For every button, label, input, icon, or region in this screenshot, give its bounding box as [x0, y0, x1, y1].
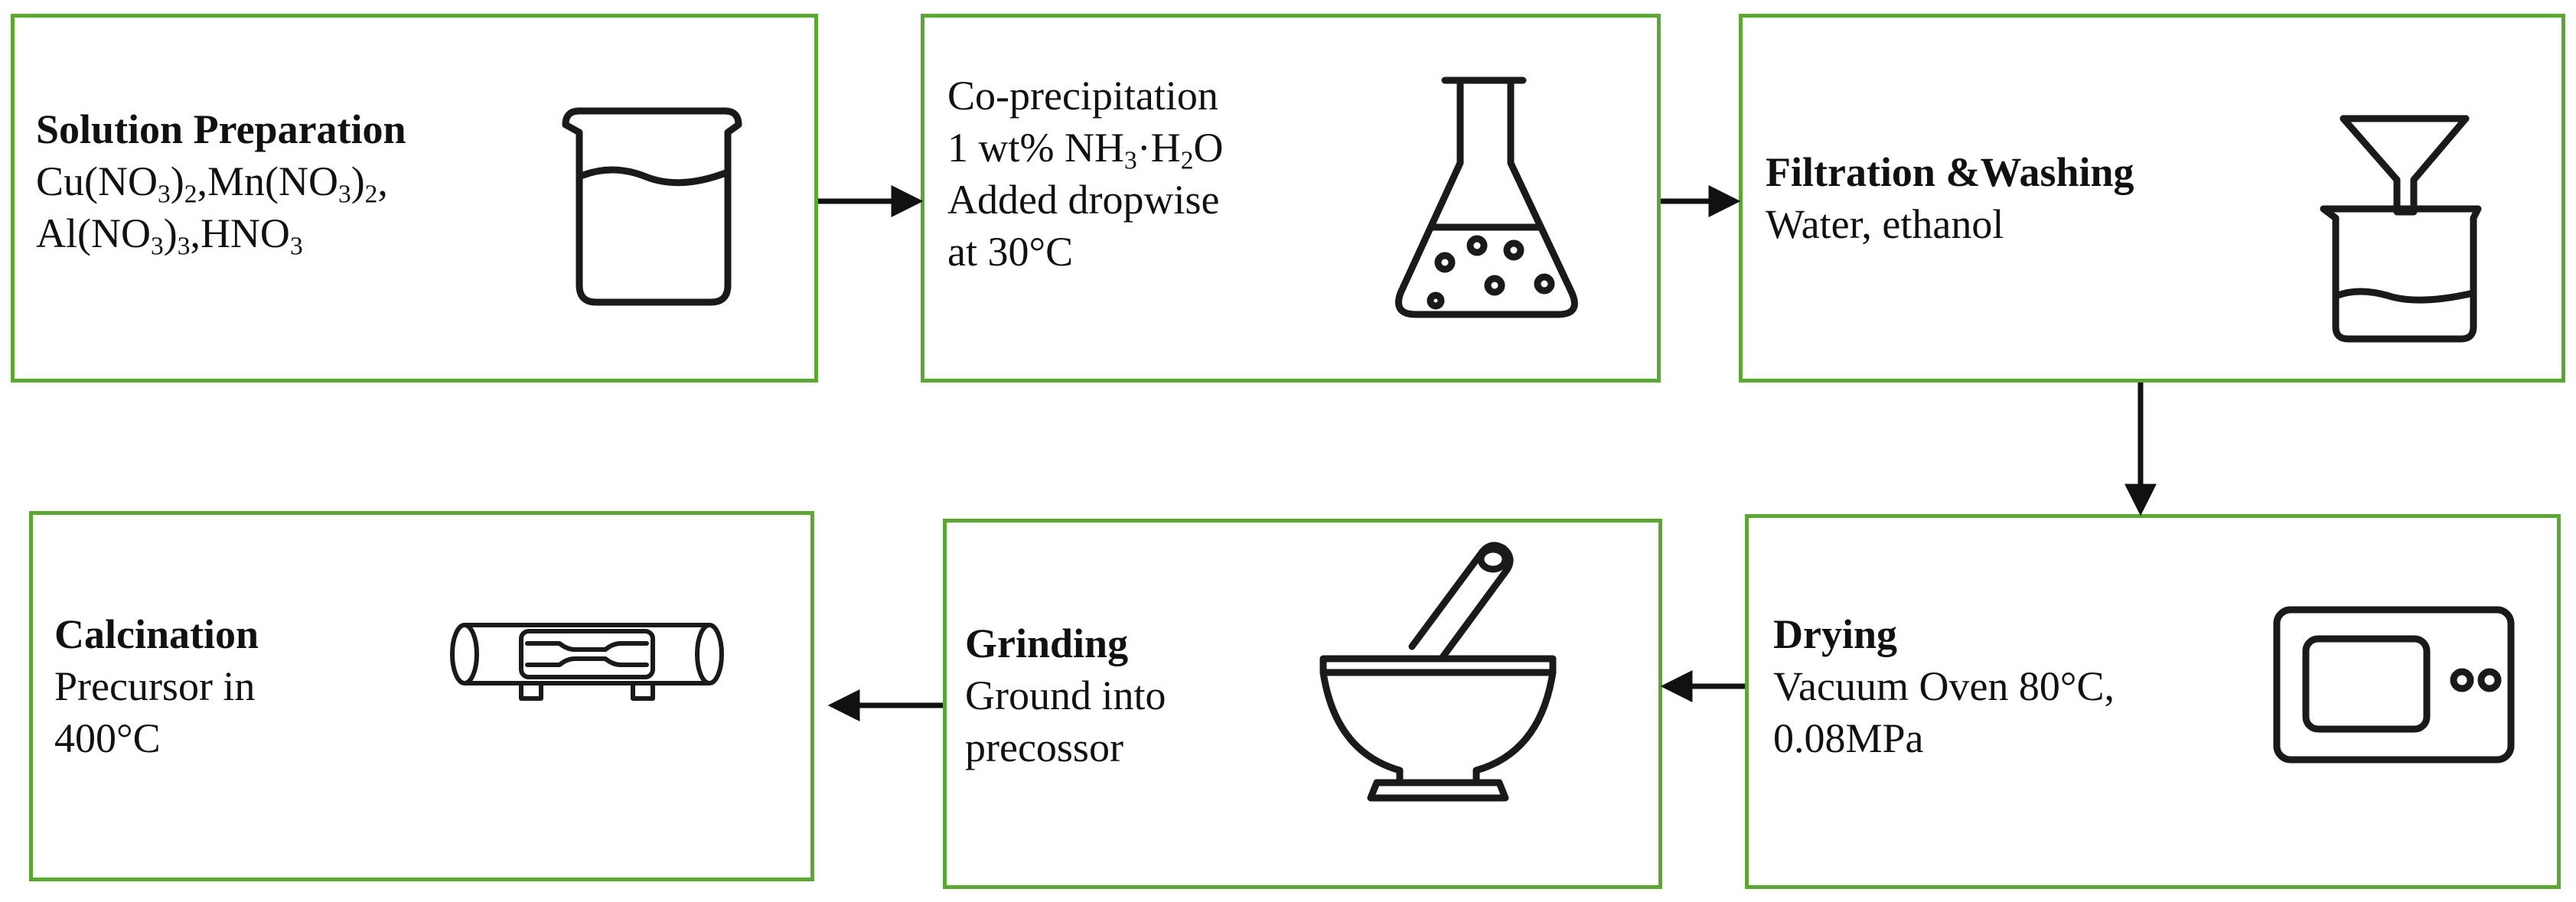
step-grinding-line1: Ground into	[965, 672, 1166, 718]
oven-icon	[2273, 606, 2515, 764]
step-calcination-title: Calcination	[54, 611, 259, 657]
step-calcination-line2: 400°C	[54, 715, 161, 761]
step-calcination: Calcination Precursor in 400°C	[29, 511, 814, 881]
step-co-precipitation-text: Co-precipitation 1 wt% NH3·H2O Added dro…	[947, 70, 1223, 278]
step-solution-preparation-line2: Al(NO3)3,HNO3	[36, 210, 303, 261]
step-filtration-washing-text: Filtration &Washing Water, ethanol	[1766, 146, 2134, 250]
tube-furnace-icon	[450, 623, 724, 701]
step-drying-title: Drying	[1773, 611, 1897, 657]
step-drying-line1: Vacuum Oven 80°C,	[1773, 663, 2115, 709]
step-solution-preparation-text: Solution Preparation Cu(NO3)2,Mn(NO3)2, …	[36, 103, 406, 259]
funnel-beaker-icon	[2320, 115, 2482, 343]
mortar-pestle-icon	[1319, 542, 1557, 802]
step-drying-text: Drying Vacuum Oven 80°C, 0.08MPa	[1773, 608, 2115, 764]
step-drying: Drying Vacuum Oven 80°C, 0.08MPa	[1745, 514, 2561, 889]
step-co-precipitation-line4: at 30°C	[947, 229, 1074, 275]
step-grinding-text: Grinding Ground into precossor	[965, 617, 1166, 773]
step-co-precipitation-line2: 1 wt% NH3·H2O	[947, 125, 1224, 175]
step-co-precipitation-line3: Added dropwise	[947, 177, 1220, 223]
step-solution-preparation-title: Solution Preparation	[36, 106, 406, 152]
step-calcination-line1: Precursor in	[54, 663, 256, 709]
step-filtration-washing: Filtration &Washing Water, ethanol	[1739, 14, 2565, 383]
step-solution-preparation-line1: Cu(NO3)2,Mn(NO3)2,	[36, 158, 388, 209]
step-grinding: Grinding Ground into precossor	[943, 519, 1662, 889]
erlenmeyer-flask-icon	[1395, 77, 1578, 318]
step-filtration-washing-line1: Water, ethanol	[1766, 201, 2004, 247]
step-co-precipitation-line1: Co-precipitation	[947, 73, 1218, 119]
beaker-icon	[562, 107, 742, 306]
step-filtration-washing-title: Filtration &Washing	[1766, 149, 2134, 195]
step-solution-preparation: Solution Preparation Cu(NO3)2,Mn(NO3)2, …	[11, 14, 818, 383]
step-calcination-text: Calcination Precursor in 400°C	[54, 608, 259, 764]
step-drying-line2: 0.08MPa	[1773, 715, 1924, 761]
step-co-precipitation: Co-precipitation 1 wt% NH3·H2O Added dro…	[921, 14, 1661, 383]
step-grinding-line2: precossor	[965, 725, 1123, 770]
step-grinding-title: Grinding	[965, 620, 1129, 666]
